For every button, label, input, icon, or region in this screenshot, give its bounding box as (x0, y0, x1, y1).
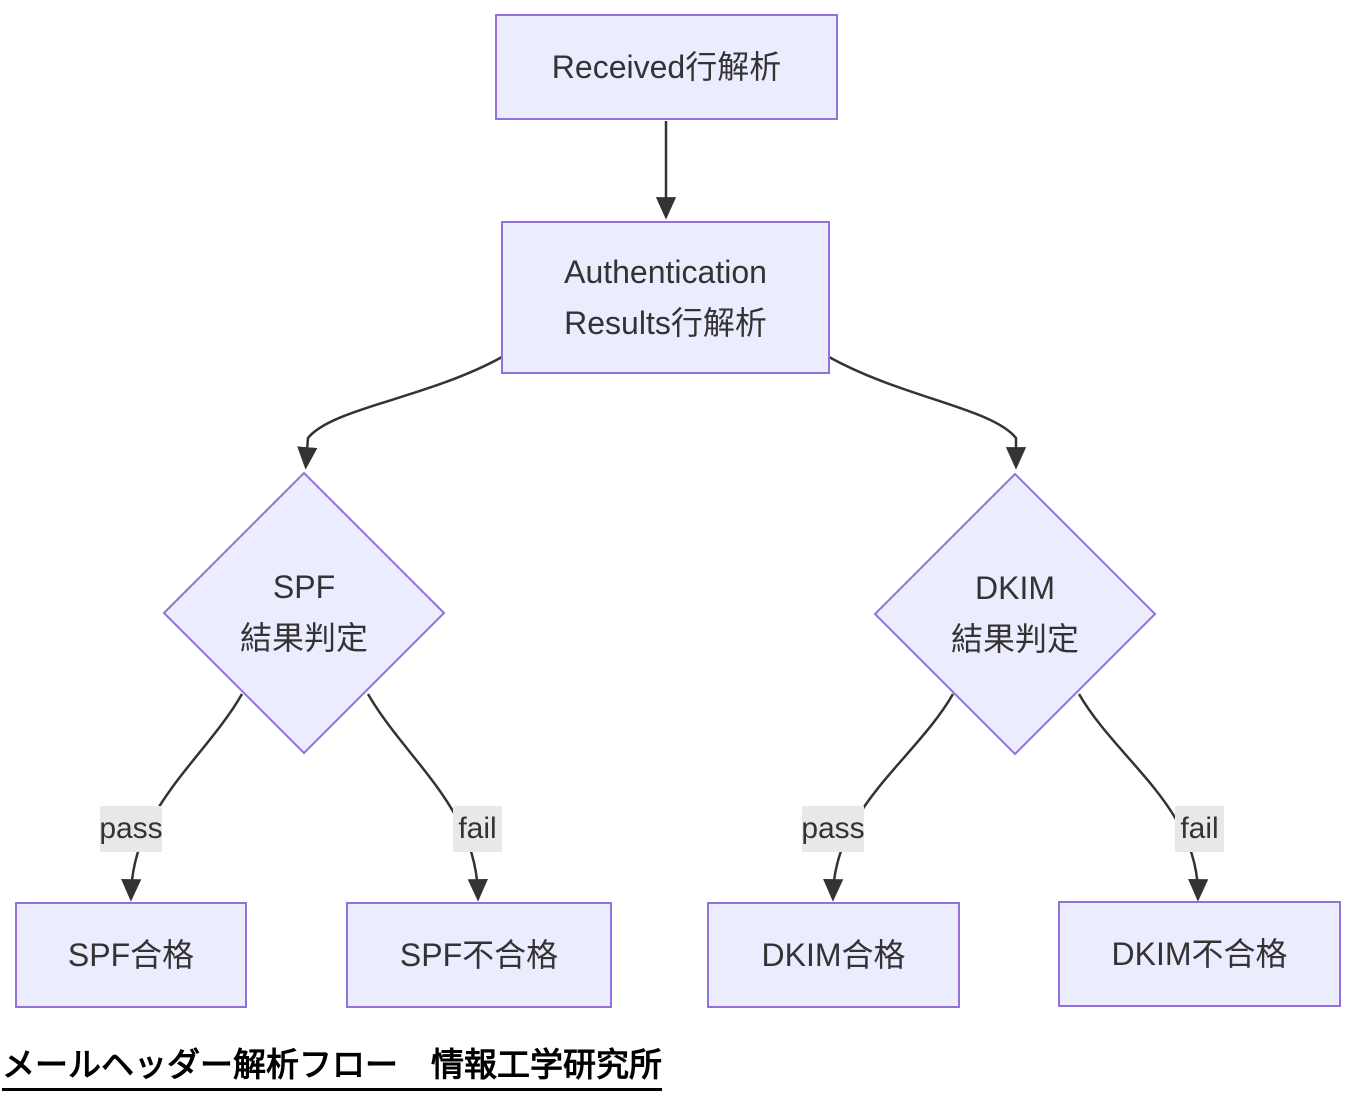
node-spf-pass: SPF合格 (15, 902, 247, 1008)
node-received: Received行解析 (495, 14, 838, 120)
edge-label-spf-fail-text: fail (458, 812, 497, 845)
node-spf-decision: SPF 結果判定 (162, 471, 446, 755)
spf-decision-line2: 結果判定 (239, 620, 368, 656)
edge-label-spf-pass-text: pass (99, 812, 163, 845)
edge-dkim-decision-to-dkim-pass (823, 693, 955, 902)
edge-label-dkim-pass: pass (801, 806, 865, 852)
diagram-caption: メールヘッダー解析フロー 情報工学研究所 (2, 1046, 662, 1091)
spf-decision-line1: SPF (272, 569, 336, 605)
node-dkim-pass-label: DKIM合格 (761, 936, 906, 973)
node-dkim-decision: DKIM 結果判定 (873, 472, 1157, 756)
node-auth-results-line1: Authentication (564, 253, 767, 290)
node-auth-results: Authentication Results行解析 (501, 221, 830, 374)
node-spf-fail-label: SPF不合格 (399, 936, 559, 973)
node-spf-fail: SPF不合格 (346, 902, 612, 1008)
edge-label-dkim-fail: fail (1175, 806, 1224, 852)
node-dkim-fail-label: DKIM不合格 (1111, 935, 1288, 972)
edge-auth-to-dkim-decision (828, 355, 1027, 470)
dkim-decision-line2: 結果判定 (950, 621, 1079, 657)
node-dkim-fail: DKIM不合格 (1058, 901, 1341, 1007)
dkim-decision-label: DKIM 結果判定 (915, 514, 1115, 714)
node-dkim-pass: DKIM合格 (707, 902, 960, 1008)
edge-spf-decision-to-spf-fail (366, 693, 488, 902)
node-auth-results-line2: Results行解析 (564, 304, 767, 341)
edge-spf-decision-to-spf-pass (121, 693, 244, 902)
edge-label-dkim-fail-text: fail (1180, 812, 1219, 845)
dkim-decision-line1: DKIM (975, 570, 1055, 606)
edge-label-spf-pass: pass (99, 806, 163, 852)
edge-auth-to-spf-decision (297, 355, 503, 470)
spf-decision-label: SPF 結果判定 (204, 513, 404, 713)
edge-dkim-decision-to-dkim-fail (1077, 693, 1209, 902)
node-received-label: Received行解析 (551, 48, 782, 85)
edge-label-dkim-pass-text: pass (801, 812, 865, 845)
node-spf-pass-label: SPF合格 (67, 936, 195, 973)
edge-label-spf-fail: fail (453, 806, 502, 852)
